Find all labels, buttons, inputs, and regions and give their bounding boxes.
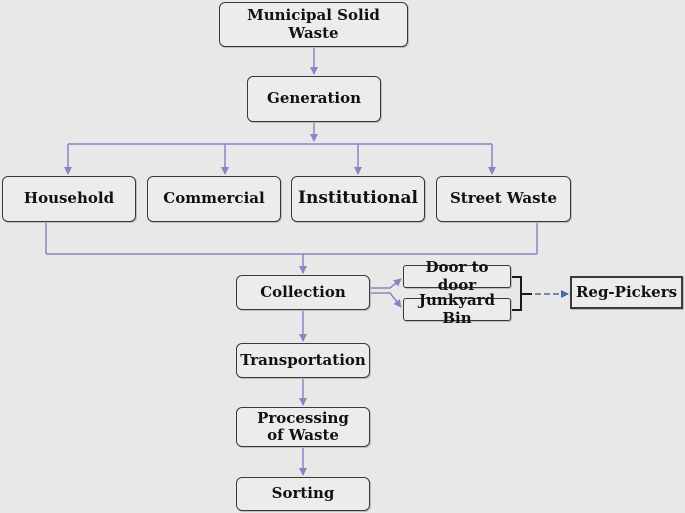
node-processing-label: Processing of Waste — [257, 408, 349, 444]
node-collection: Collection — [236, 275, 370, 310]
node-household: Household — [2, 176, 136, 222]
node-transportation: Transportation — [236, 343, 370, 378]
arrow-to-door — [370, 278, 402, 289]
node-sorting: Sorting — [236, 477, 370, 511]
node-processing-of-waste: Processing of Waste — [236, 407, 370, 447]
arrow-to-junkyard — [370, 292, 402, 308]
node-commercial: Commercial — [147, 176, 281, 222]
node-institutional: Institutional — [291, 176, 425, 222]
bracket — [511, 276, 522, 311]
node-junkyard-bin: Junkyard Bin — [403, 292, 511, 326]
node-municipal-solid-waste: Municipal Solid Waste — [219, 2, 408, 47]
node-reg-pickers: Reg-Pickers — [570, 276, 683, 309]
node-door-to-door: Door to door — [403, 259, 511, 293]
node-street-waste: Street Waste — [436, 176, 571, 222]
node-generation: Generation — [247, 76, 381, 122]
